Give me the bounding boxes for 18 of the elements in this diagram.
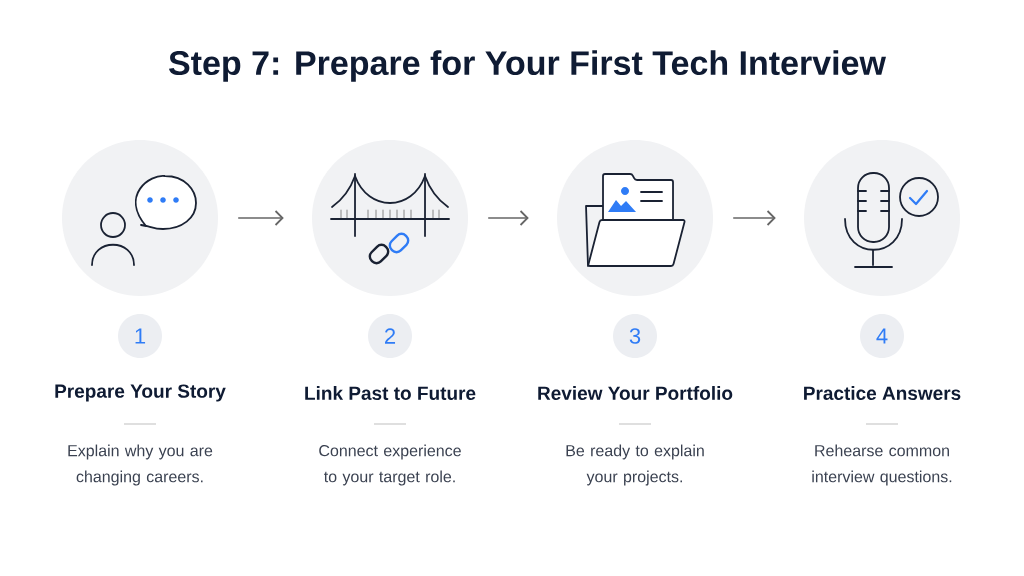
icon-circle (312, 140, 468, 296)
step-heading: Review Your Portfolio (538, 386, 733, 400)
number-badge: 2 (368, 314, 412, 358)
step-heading: Prepare Your Story (55, 384, 226, 402)
arrow (487, 210, 529, 226)
step-description: Explain why you are changing careers. (68, 444, 213, 486)
arrow (732, 210, 776, 226)
number-badge: 4 (860, 314, 904, 358)
step-description: Connect experience to your target role. (319, 444, 461, 486)
icon-circle (804, 140, 960, 296)
step-description: Rehearse common interview questions. (812, 444, 952, 486)
number-badge: 1 (118, 314, 162, 358)
step-heading: Practice Answers (804, 386, 961, 400)
number-badge: 3 (613, 314, 657, 358)
step-heading: Link Past to Future (305, 386, 476, 400)
step-description: Be ready to explain your projects. (566, 444, 704, 486)
title: Step 7: Prepare for Your First Tech Interview (169, 50, 886, 82)
arrow (237, 210, 284, 226)
